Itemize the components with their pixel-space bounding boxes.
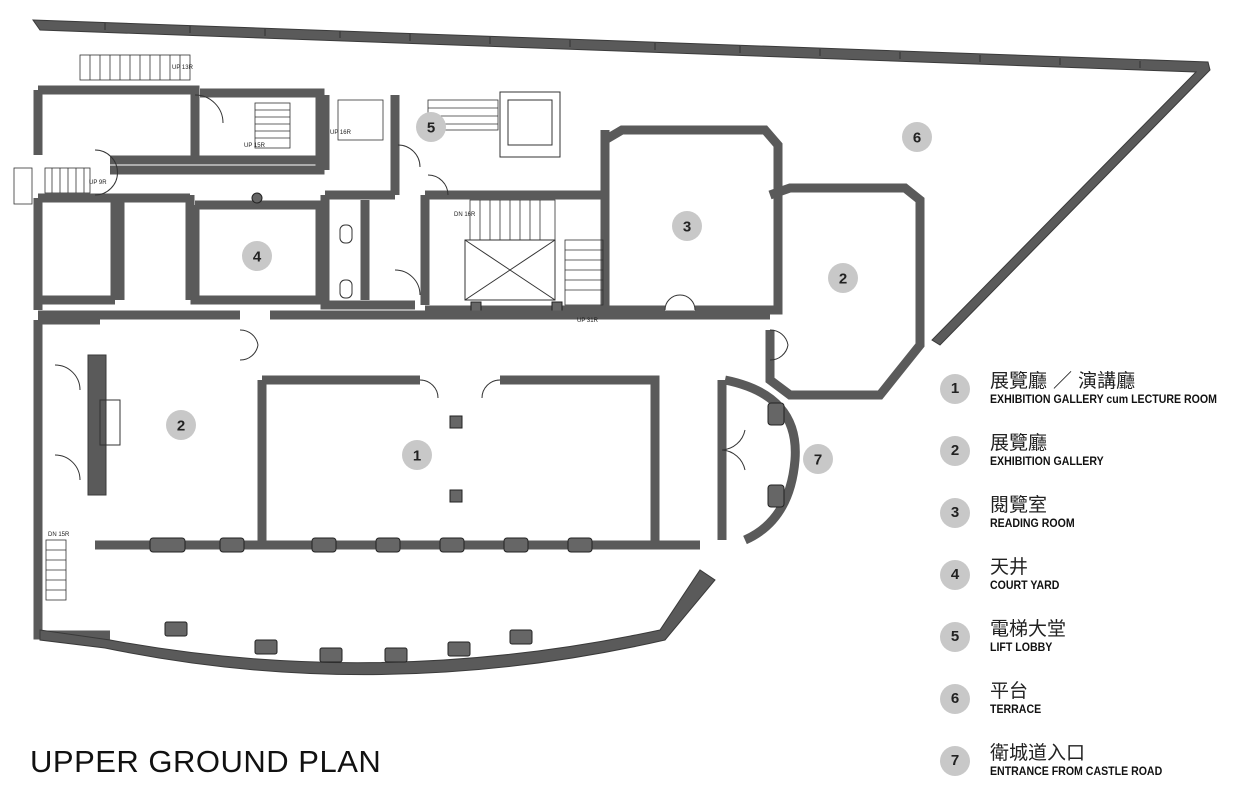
room-bubble-3: 3 [672,211,702,241]
svg-text:6: 6 [913,130,921,147]
svg-text:7: 7 [814,452,822,469]
legend-item-4: 4 天井 COURT YARD [938,548,1238,598]
svg-text:4: 4 [253,249,262,266]
svg-text:5: 5 [427,120,435,137]
room-bubble-2-west: 2 [166,410,196,440]
room-bubble-7: 7 [803,444,833,474]
main-gallery-walls [257,375,660,550]
legend-item-5: 5 電梯大堂 LIFT LOBBY [938,610,1238,660]
legend-number: 4 [940,560,970,590]
legend-item-1: 1 展覽廳 ／ 演講廳 EXHIBITION GALLERY cum LECTU… [938,362,1238,412]
legend-item-2: 2 展覽廳 EXHIBITION GALLERY [938,424,1238,474]
svg-text:2: 2 [177,418,185,435]
legend-label-zh: 展覽廳 ／ 演講廳 [990,370,1136,392]
legend-number: 3 [940,498,970,528]
legend-label-zh: 天井 [990,556,1029,578]
stair-note-5: DN 16R [454,212,476,218]
legend-label-en: TERRACE [990,704,1042,716]
plan-title: UPPER GROUND PLAN [30,744,382,779]
room-bubble-4: 4 [242,241,272,271]
lift-lobby-walls [420,91,610,315]
stair-note-4: UP 9R [89,180,107,186]
legend-number: 5 [940,622,970,652]
svg-text:3: 3 [683,219,691,236]
legend-label-zh: 平台 [990,680,1029,702]
legend-item-6: 6 平台 TERRACE [938,672,1238,722]
legend-item-7: 7 衛城道入口 ENTRANCE FROM CASTLE ROAD [938,734,1238,784]
legend-label-zh: 電梯大堂 [990,618,1067,640]
room-bubble-1: 1 [402,440,432,470]
toilet-block [320,95,421,310]
court-yard-walls [190,192,325,305]
service-block-west [13,54,325,310]
stair-note-6: UP 31R [577,318,599,324]
corridor-walls [38,310,789,361]
stair-note-7: DN 15R [48,532,70,538]
legend-label-zh: 閱覽室 [990,494,1048,516]
room-bubble-5: 5 [416,112,446,142]
room-bubble-2-east: 2 [828,263,858,293]
legend-number: 7 [940,746,970,776]
legend-label-en: EXHIBITION GALLERY cum LECTURE ROOM [990,394,1217,406]
stair-note-3: UP 16R [330,130,352,136]
room-bubble-6: 6 [902,122,932,152]
legend-label-en: READING ROOM [990,518,1075,530]
stair-note-2: UP 15R [244,143,266,149]
terrace-walls [32,19,1211,346]
legend-number: 6 [940,684,970,714]
east-gallery-walls [765,183,925,400]
legend-label-en: EXHIBITION GALLERY [990,456,1104,468]
entrance-walls [717,375,800,545]
west-gallery-walls [33,315,716,676]
reading-room-walls [602,125,783,315]
legend-number: 2 [940,436,970,466]
legend-number: 1 [940,374,970,404]
stair-note-1: UP 13R [172,65,194,71]
legend-label-zh: 衛城道入口 [990,742,1086,764]
legend-item-3: 3 閱覽室 READING ROOM [938,486,1238,536]
legend-label-zh: 展覽廳 [990,432,1048,454]
legend-label-en: ENTRANCE FROM CASTLE ROAD [990,766,1163,778]
svg-text:2: 2 [839,271,847,288]
legend-label-en: COURT YARD [990,580,1060,592]
legend-label-en: LIFT LOBBY [990,642,1053,654]
svg-text:1: 1 [413,448,421,465]
